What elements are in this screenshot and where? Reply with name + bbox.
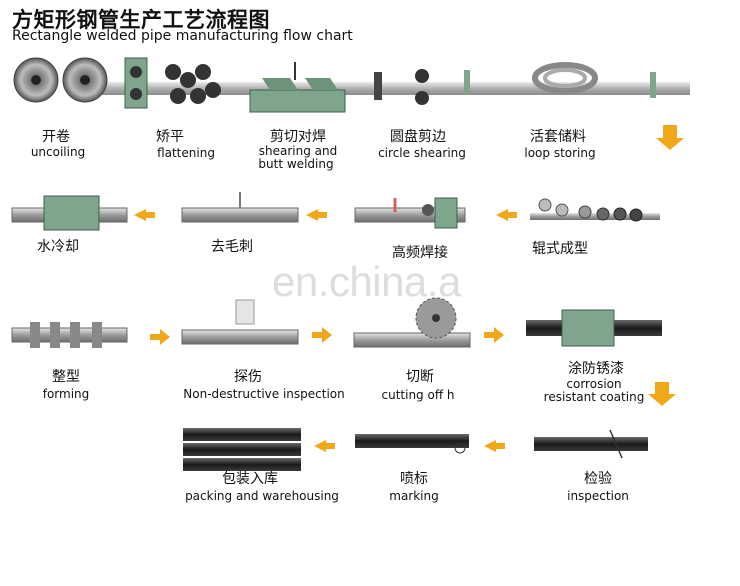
shear-weld-machine [249,62,346,113]
step-label-cn-shearing: 剪切对焊 [270,129,326,145]
hf-welding-machine [354,197,466,229]
arrow-left-1 [496,209,508,221]
step-label-en-ndt: Non-destructive inspection [183,387,345,401]
step-label-en-cutting: cutting off h [381,388,455,402]
uncoiler-rolls [13,57,108,103]
step-label-en-packing: packing and warehousing [185,489,339,503]
marked-pipe [355,434,469,454]
step-label-cn-inspection: 检验 [584,471,612,487]
circle-shear [374,69,470,105]
watermark: en.china.a [272,258,461,305]
roll-forming-machine [530,198,660,222]
step-label-cn-coating: 涂防锈漆 [568,361,624,377]
arrow-down-2 [648,382,676,406]
arrow-left-5 [314,440,326,452]
forming-pipe [11,322,128,348]
cooling-machine [11,195,128,231]
step-label-cn-forming: 整型 [52,369,80,385]
step-label-en-forming: forming [42,387,90,401]
title-chinese: 方矩形钢管生产工艺流程图 [12,8,270,32]
step-label-cn-cooling: 水冷却 [37,239,79,255]
step-label-en-butt-welding: butt welding [258,157,334,171]
title-english: Rectangle welded pipe manufacturing flow… [12,28,353,44]
step-label-cn-packing: 包装入库 [222,471,278,487]
step-label-en-shearing: shearing and [258,144,338,158]
step-label-cn-marking: 喷标 [400,471,428,487]
ndt-pipe [181,299,299,345]
step-label-en-inspection: inspection [567,489,629,503]
arrow-right-2 [312,327,332,343]
step-label-cn-cutting: 切断 [406,369,434,385]
step-label-cn-ndt: 探伤 [234,369,262,385]
packed-pipes [183,428,301,471]
coating-machine [526,309,662,347]
step-label-cn-loop-storing: 活套储料 [530,129,586,145]
step-label-en-marking: marking [389,489,439,503]
step-label-cn-hf-welding: 高频焊接 [392,245,448,261]
flattening-machine [124,57,221,109]
arrow-left-2 [306,209,318,221]
step-label-en-circle-shearing: circle shearing [378,146,466,160]
deburring-pipe [181,192,299,223]
step-label-cn-deburring: 去毛刺 [211,239,253,255]
step-label-en-loop-storing: loop storing [524,146,596,160]
loop-accumulator [532,62,656,98]
step-label-cn-flattening: 矫平 [156,129,184,145]
arrow-right-3 [484,327,504,343]
arrow-right-1 [150,329,170,345]
step-label-en-resistant-coating: resistant coating [543,390,645,404]
arrow-left-3 [134,209,146,221]
cutting-saw [353,297,471,348]
step-label-en-uncoiling: uncoiling [30,145,86,159]
inspected-pipe [534,429,648,459]
flow-arrows [134,125,684,452]
step-label-cn-circle-shearing: 圆盘剪边 [390,129,446,145]
step-label-cn-uncoiling: 开卷 [42,129,70,145]
arrow-left-4 [484,440,496,452]
step-label-en-corrosion: corrosion [566,377,622,391]
arrow-down-1 [656,125,684,150]
step-label-en-flattening: flattening [157,146,215,160]
step-label-cn-roll-forming: 辊式成型 [532,241,588,257]
